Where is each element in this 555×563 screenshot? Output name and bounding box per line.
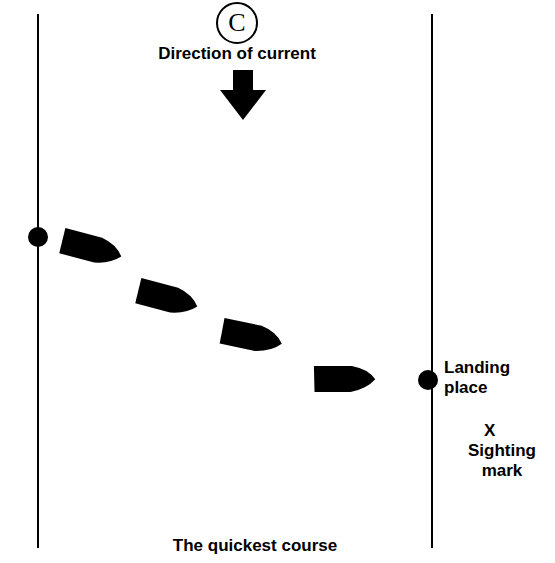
landing-point xyxy=(418,370,438,390)
boat xyxy=(313,364,376,395)
current-label: Direction of current xyxy=(137,44,337,64)
boat xyxy=(218,316,285,359)
boat xyxy=(57,226,125,272)
current-arrow-shaft xyxy=(233,70,253,92)
landing-label: Landing place xyxy=(444,358,540,398)
river-bank xyxy=(37,14,39,548)
boat xyxy=(133,276,201,322)
circled-letter: C xyxy=(216,2,258,44)
node-text: C xyxy=(228,10,245,36)
current-arrow-head xyxy=(220,90,266,120)
sighting-label: Sighting mark xyxy=(456,441,548,481)
start-point xyxy=(28,227,48,247)
river-bank xyxy=(431,14,433,548)
caption: The quickest course xyxy=(105,536,405,556)
sighting-x: X xyxy=(484,421,514,441)
